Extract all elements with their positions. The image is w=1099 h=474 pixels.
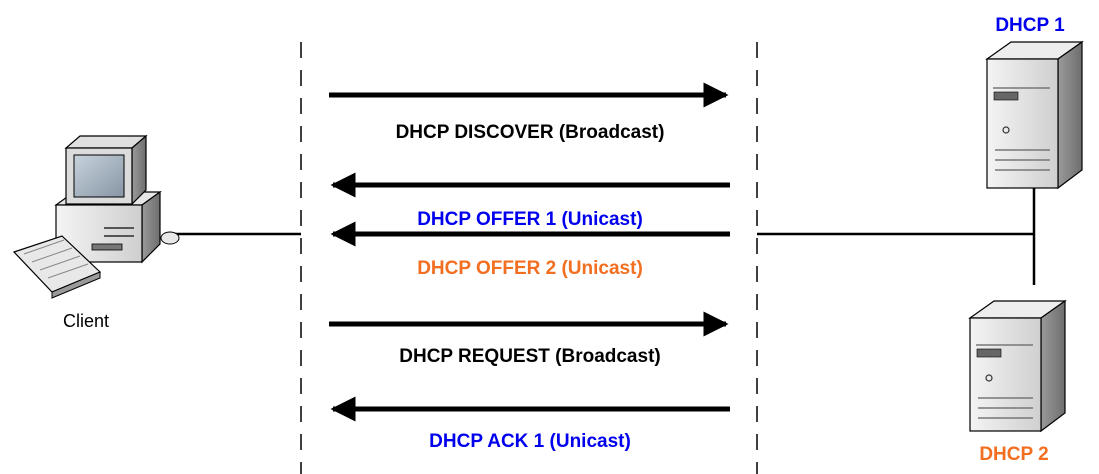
server-tower-icon: [968, 299, 1067, 433]
label-dhcp-request: DHCP REQUEST (Broadcast): [399, 346, 660, 367]
server-tower-icon: [985, 40, 1084, 190]
label-dhcp-offer-1: DHCP OFFER 1 (Unicast): [417, 209, 643, 230]
label-dhcp-offer-2: DHCP OFFER 2 (Unicast): [417, 258, 643, 279]
label-dhcp-discover: DHCP DISCOVER (Broadcast): [396, 122, 665, 143]
dhcp-1-label: DHCP 1: [995, 15, 1065, 36]
label-dhcp-ack-1: DHCP ACK 1 (Unicast): [429, 431, 631, 452]
desktop-computer-icon: [12, 134, 180, 299]
dhcp-2-label: DHCP 2: [979, 444, 1048, 465]
client-label: Client: [63, 311, 109, 331]
